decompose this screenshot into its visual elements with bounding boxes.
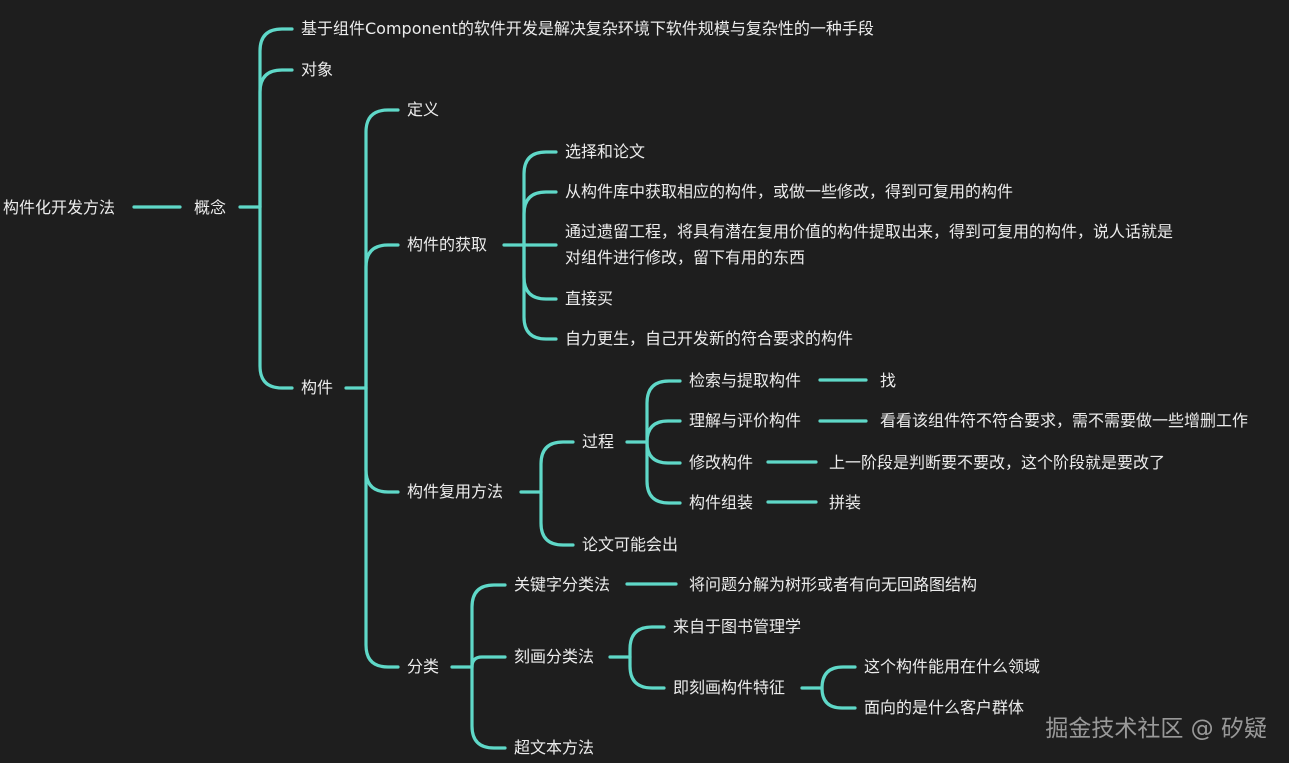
node-definition[interactable]: 定义 [407, 100, 440, 119]
edge-process-branch-2 [645, 440, 682, 465]
node-keyword-note[interactable]: 将问题分解为树形或者有向无回路图结构 [689, 575, 978, 594]
edge-facet-feature-branch-0 [820, 665, 857, 690]
edge-concept-branch-0 [258, 27, 294, 209]
node-acq-buy[interactable]: 直接买 [565, 289, 614, 308]
node-acq-self[interactable]: 自力更生，自己开发新的符合要求的构件 [565, 329, 854, 348]
edge-concept-branch-2 [258, 205, 294, 390]
edge-concept-branch-1 [258, 68, 294, 209]
node-step-assemble[interactable]: 构件组装 [689, 493, 754, 512]
node-acquisition[interactable]: 构件的获取 [407, 235, 488, 254]
node-facet-customers[interactable]: 面向的是什么客户群体 [864, 698, 1025, 717]
node-process[interactable]: 过程 [582, 432, 615, 451]
edge-process-branch-1 [645, 419, 682, 444]
edge-acquisition-branch-1 [522, 190, 558, 247]
node-acq-select[interactable]: 选择和论文 [565, 142, 646, 161]
node-facet-source[interactable]: 来自于图书管理学 [673, 617, 802, 636]
edge-facet-feature-branch-1 [820, 686, 857, 710]
node-step-understand[interactable]: 理解与评价构件 [689, 411, 802, 430]
node-note-modify[interactable]: 上一阶段是判断要不要改，这个阶段就是要改了 [829, 453, 1166, 472]
node-acq-library[interactable]: 从构件库中获取相应的构件，或做一些修改，得到可复用的构件 [565, 182, 1014, 201]
edge-reuse-branch-1 [539, 490, 575, 547]
edge-reuse-branch-0 [539, 440, 575, 494]
watermark: 掘金技术社区 @ 矽疑 [1045, 716, 1267, 742]
node-note-understand[interactable]: 看看该组件符不符合要求，需不需要做一些增删工作 [880, 411, 1249, 430]
node-note-assemble[interactable]: 拼装 [829, 493, 862, 512]
node-step-retrieve[interactable]: 检索与提取构件 [689, 371, 802, 390]
edge-classification-branch-2 [470, 665, 507, 750]
node-facet[interactable]: 刻画分类法 [514, 647, 595, 666]
edge-facet-branch-1 [628, 655, 666, 690]
node-root[interactable]: 构件化开发方法 [3, 198, 116, 217]
node-reuse[interactable]: 构件复用方法 [407, 482, 504, 501]
node-hypertext[interactable]: 超文本方法 [514, 738, 595, 757]
edge-component-branch-0 [364, 108, 400, 390]
node-acq-legacy[interactable]: 通过遗留工程，将具有潜在复用价值的构件提取出来，得到可复用的构件，说人话就是 对… [565, 219, 1173, 271]
node-keyword[interactable]: 关键字分类法 [514, 575, 611, 594]
edge-acquisition-branch-3 [522, 243, 558, 301]
edge-facet-branch-0 [628, 625, 666, 659]
edge-classification-branch-1 [470, 655, 507, 669]
node-concept[interactable]: 概念 [194, 198, 227, 217]
edge-classification-branch-0 [470, 583, 507, 669]
node-step-modify[interactable]: 修改构件 [689, 453, 754, 472]
node-facet-domain[interactable]: 这个构件能用在什么领域 [864, 657, 1041, 676]
edge-component-branch-2 [364, 386, 400, 494]
node-thesis[interactable]: 论文可能会出 [582, 535, 679, 554]
node-classification[interactable]: 分类 [407, 657, 440, 676]
edge-acquisition-branch-0 [522, 150, 558, 247]
edge-process-branch-3 [645, 440, 682, 505]
node-acq-legacy-line1: 通过遗留工程，将具有潜在复用价值的构件提取出来，得到可复用的构件，说人话就是 [565, 222, 1174, 241]
node-component[interactable]: 构件 [301, 378, 334, 397]
node-concept-definition[interactable]: 基于组件Component的软件开发是解决复杂环境下软件规模与复杂性的一种手段 [301, 19, 874, 38]
node-note-retrieve[interactable]: 找 [880, 371, 897, 390]
edge-component-branch-3 [364, 386, 400, 669]
edge-process-branch-0 [645, 379, 682, 444]
edge-acquisition-branch-4 [522, 243, 558, 341]
node-acq-legacy-line2: 对组件进行修改，留下有用的东西 [565, 248, 806, 267]
edge-component-branch-1 [364, 243, 400, 390]
node-object[interactable]: 对象 [301, 60, 334, 79]
node-facet-feature[interactable]: 即刻画构件特征 [673, 678, 786, 697]
